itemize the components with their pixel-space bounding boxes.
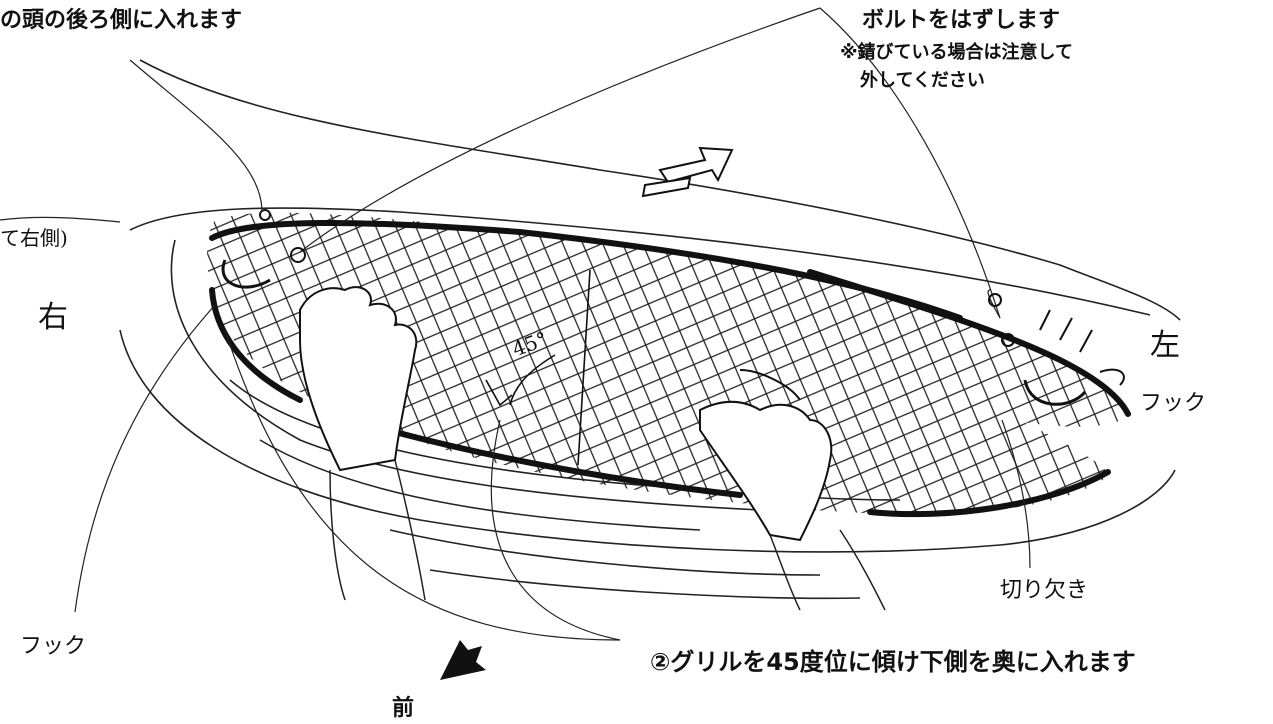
hands bbox=[299, 286, 833, 542]
top-left-instruction: の頭の後ろ側に入れます bbox=[0, 8, 243, 33]
hook-left-symbol bbox=[988, 293, 1125, 406]
bumper-outline bbox=[119, 207, 1176, 600]
hood-edge bbox=[139, 59, 1181, 321]
right-label: 右 bbox=[38, 300, 68, 335]
cutout-label: 切り欠き bbox=[1000, 578, 1089, 603]
angle-marker bbox=[485, 269, 591, 466]
sleeves bbox=[329, 459, 886, 611]
up-arrow-icon bbox=[641, 146, 734, 198]
hook-right-symbol bbox=[221, 209, 306, 289]
grille-frame bbox=[209, 219, 1131, 518]
rust-caution-line2: 外してください bbox=[860, 70, 985, 91]
hook-right-label: フック bbox=[20, 634, 87, 659]
hook-left-label: フック bbox=[1140, 391, 1207, 416]
rust-caution-line1: ※錆びている場合は注意して bbox=[840, 42, 1073, 63]
bolt-remove-label: ボルトをはずします bbox=[862, 8, 1061, 33]
leader-lines bbox=[0, 7, 1031, 641]
tilt-instruction: ②グリルを45度位に傾け下側を奥に入れます bbox=[650, 648, 1136, 676]
front-label: 前 bbox=[392, 696, 415, 721]
front-arrow-icon bbox=[440, 640, 486, 680]
left-label: 左 bbox=[1150, 328, 1180, 363]
right-side-note: て右側) bbox=[0, 226, 68, 250]
